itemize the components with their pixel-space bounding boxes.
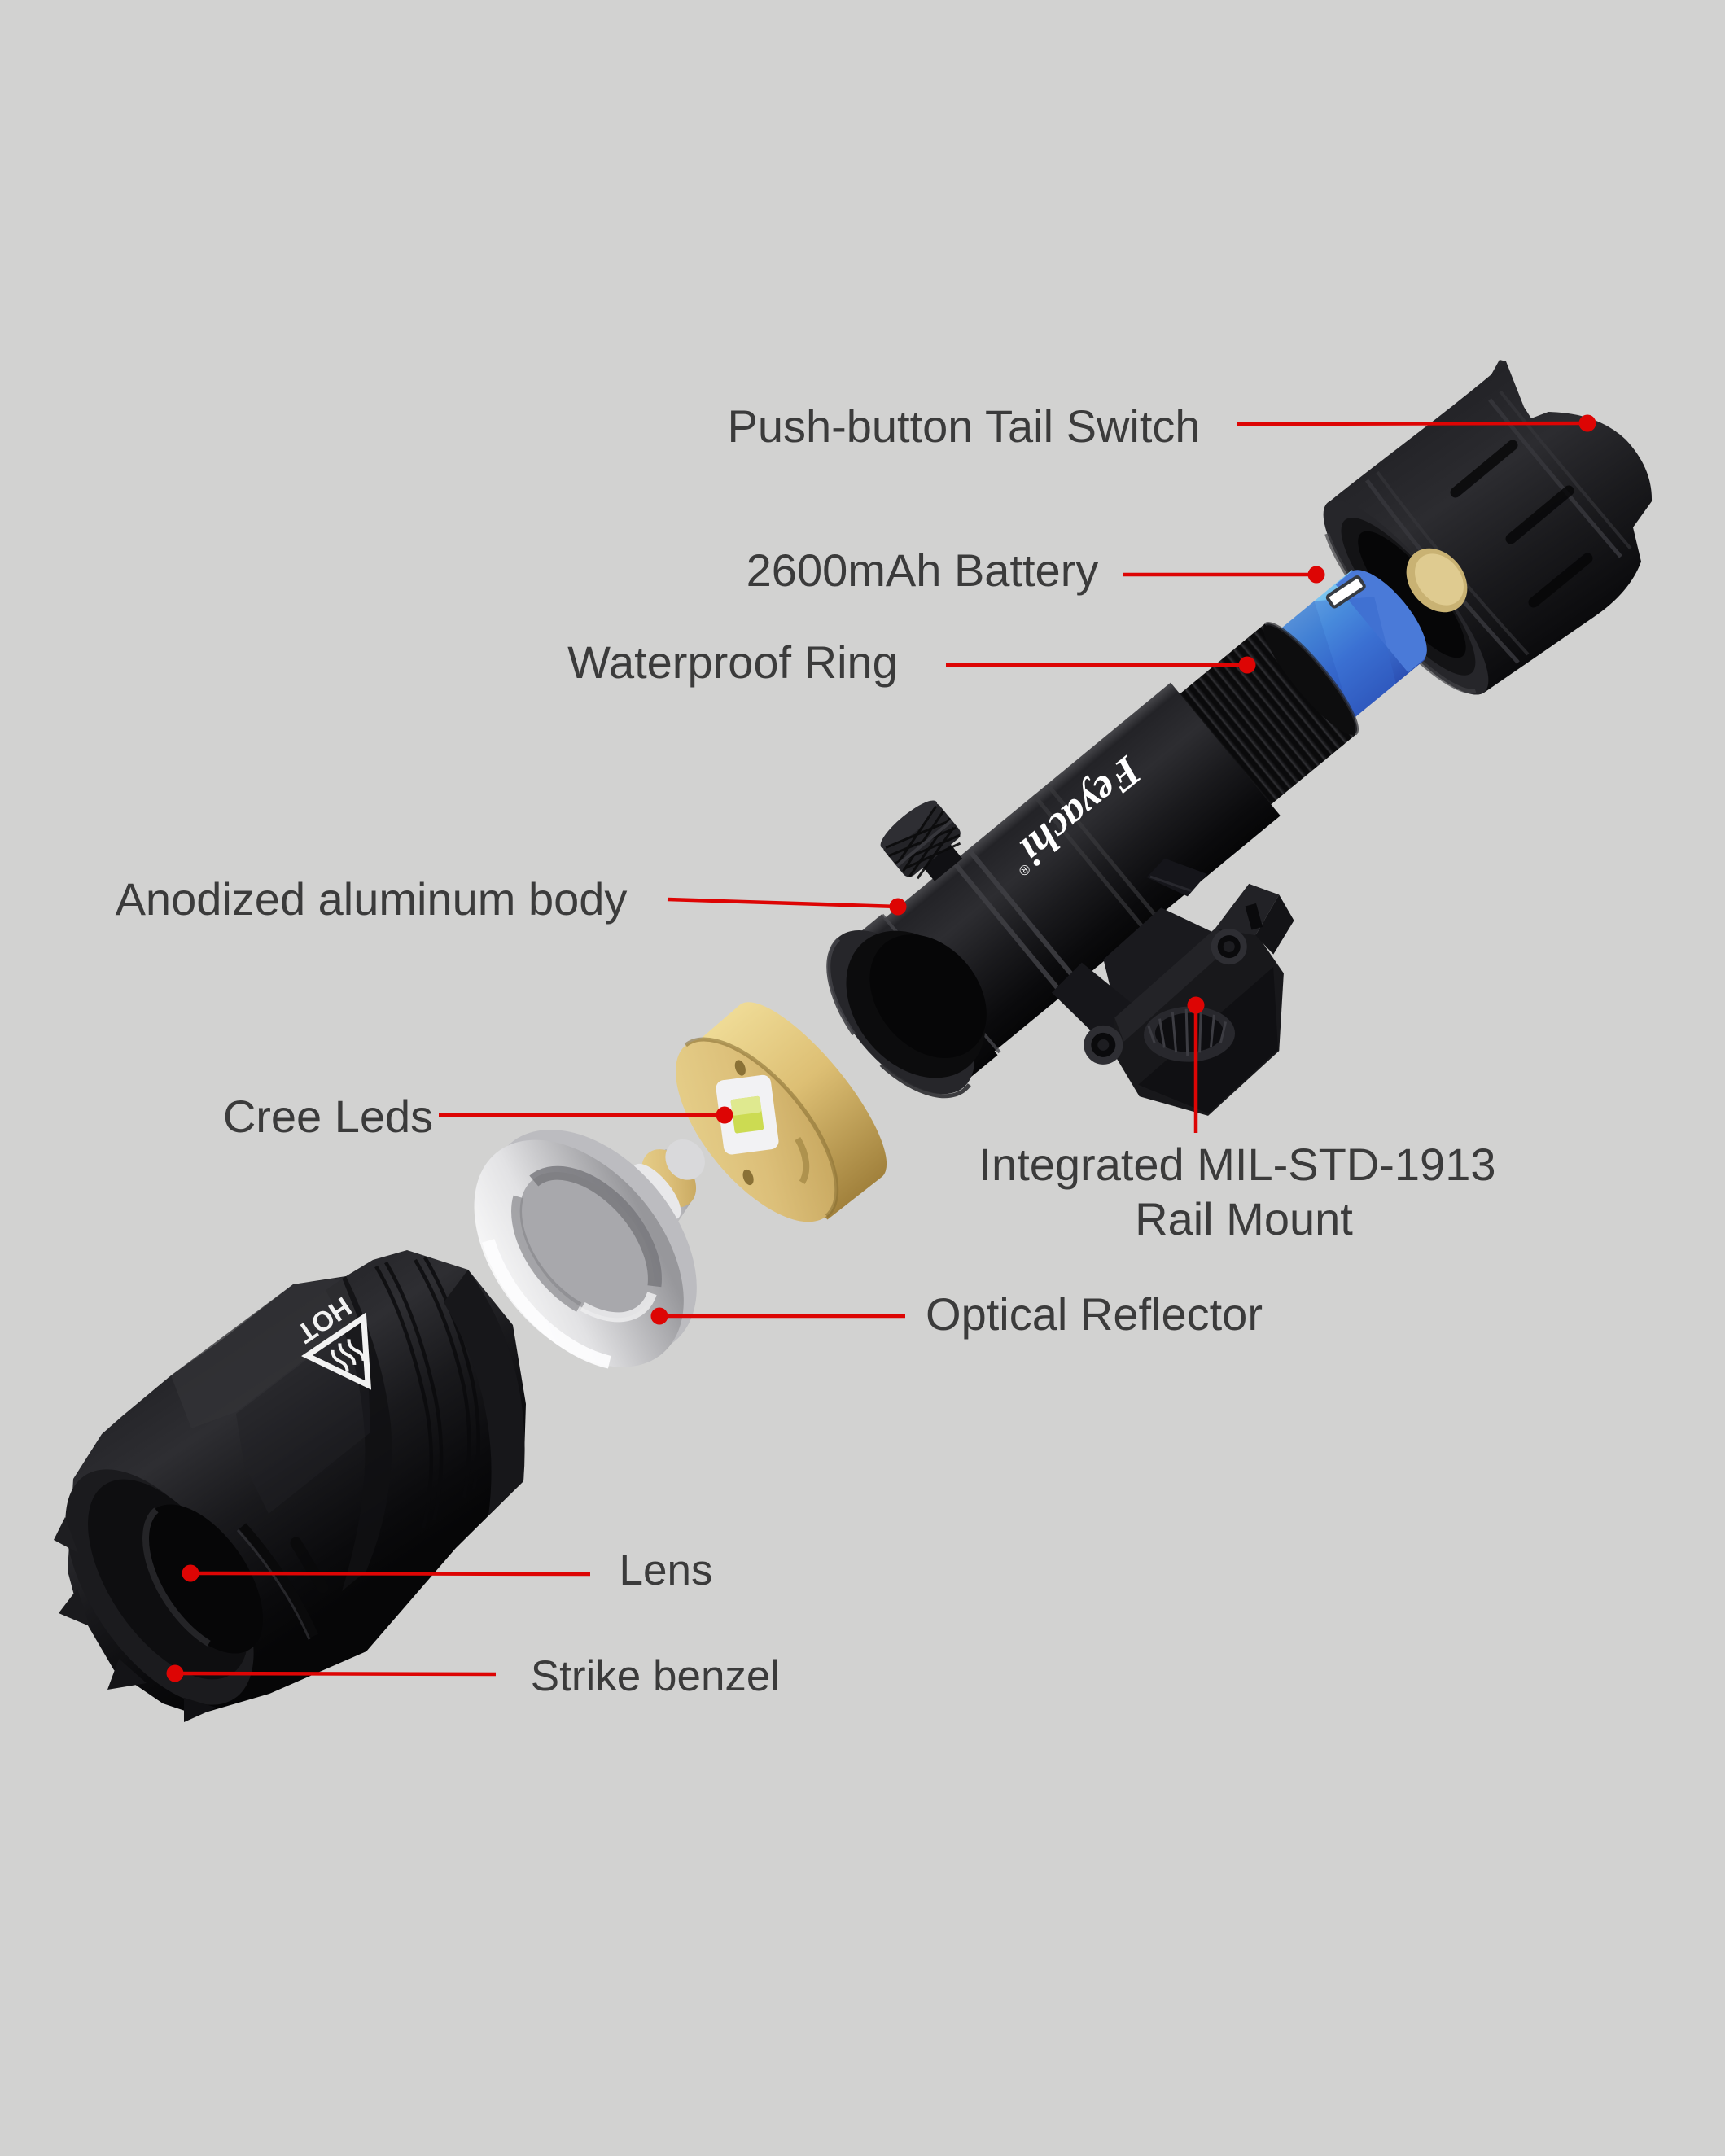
svg-text:Optical Reflector: Optical Reflector (926, 1288, 1263, 1340)
svg-text:Anodized aluminum body: Anodized aluminum body (116, 873, 628, 925)
svg-text:Rail Mount: Rail Mount (1135, 1193, 1353, 1244)
svg-text:Waterproof Ring: Waterproof Ring (567, 636, 898, 688)
svg-text:Push-button Tail Switch: Push-button Tail Switch (727, 400, 1200, 452)
svg-text:2600mAh Battery: 2600mAh Battery (746, 544, 1099, 596)
svg-text:Cree Leds: Cree Leds (223, 1091, 433, 1142)
svg-text:Strike benzel: Strike benzel (531, 1652, 780, 1700)
svg-text:Lens: Lens (620, 1546, 713, 1594)
svg-text:Integrated MIL-STD-1913: Integrated MIL-STD-1913 (979, 1139, 1496, 1190)
